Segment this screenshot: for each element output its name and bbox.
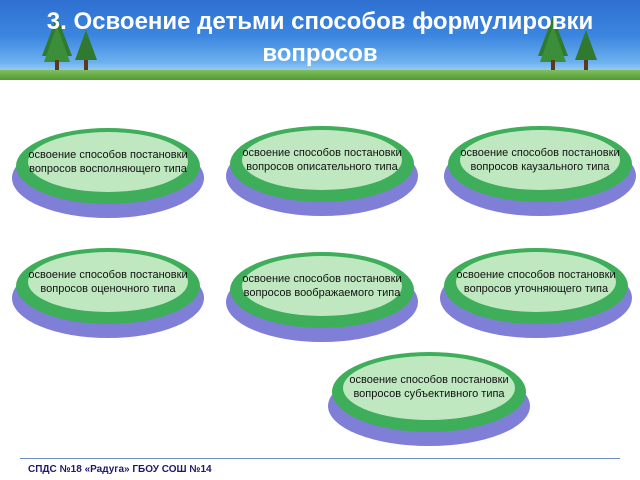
node-causal-type: освоение способов постановки вопросов ка… xyxy=(440,118,640,218)
node-evaluative-type: освоение способов постановки вопросов оц… xyxy=(8,240,208,340)
header-banner: 3. Освоение детьми способов формулировки… xyxy=(0,0,640,80)
footer-caption: СПДС №18 «Радуга» ГБОУ СОШ №14 xyxy=(28,464,212,475)
slide-title: 3. Освоение детьми способов формулировки… xyxy=(46,8,594,67)
node-label: освоение способов постановки вопросов во… xyxy=(28,149,188,175)
node-shape xyxy=(12,248,204,338)
node-label: освоение способов постановки вопросов оп… xyxy=(242,147,402,173)
node-subjective-type: освоение способов постановки вопросов су… xyxy=(324,344,534,448)
node-label: освоение способов постановки вопросов ут… xyxy=(456,269,616,295)
node-label: освоение способов постановки вопросов во… xyxy=(242,273,402,299)
node-clarifying-type: освоение способов постановки вопросов ут… xyxy=(436,240,636,340)
node-descriptive-type: освоение способов постановки вопросов оп… xyxy=(222,118,422,218)
node-shape xyxy=(444,126,636,216)
node-label: освоение способов постановки вопросов су… xyxy=(349,374,509,400)
node-shape xyxy=(226,252,418,342)
tree-right-icon xyxy=(538,16,568,72)
node-label: освоение способов постановки вопросов оц… xyxy=(28,269,188,295)
footer-divider xyxy=(20,458,620,459)
node-fill-type: освоение способов постановки вопросов во… xyxy=(8,120,208,220)
node-shape xyxy=(226,126,418,216)
node-shape xyxy=(440,248,632,338)
node-shape xyxy=(12,128,204,218)
node-imaginary-type: освоение способов постановки вопросов во… xyxy=(222,244,422,344)
grass-strip xyxy=(0,70,640,80)
node-label: освоение способов постановки вопросов ка… xyxy=(460,147,620,173)
tree-right-small-icon xyxy=(575,30,597,72)
node-shape xyxy=(328,352,530,446)
tree-left-icon xyxy=(42,16,72,72)
tree-left-small-icon xyxy=(75,30,97,72)
